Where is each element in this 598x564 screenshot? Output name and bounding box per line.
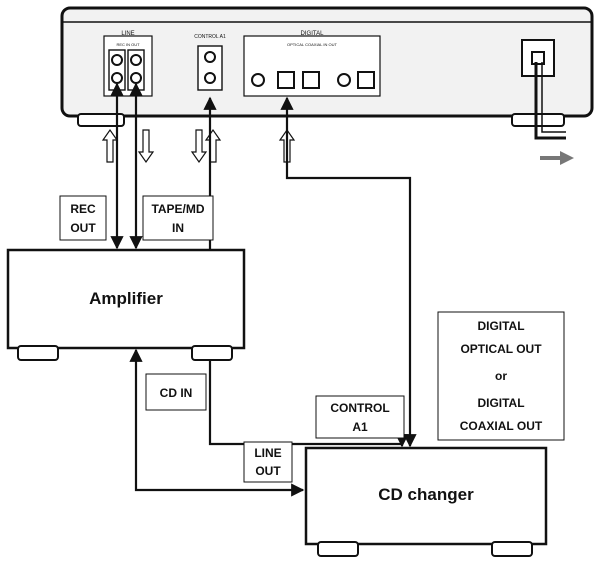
cd-changer-body (304, 446, 548, 546)
cd-changer: CD changer (304, 446, 548, 557)
svg-text:CONTROL: CONTROL (330, 401, 389, 415)
label-line-out: LINE OUT (243, 441, 293, 483)
cd-changer-foot-right (491, 541, 533, 557)
svg-text:CD IN: CD IN (160, 386, 193, 400)
svg-text:REC: REC (70, 202, 96, 216)
svg-text:OUT: OUT (70, 221, 96, 235)
amplifier: Amplifier (6, 248, 246, 361)
digital-jack-panel: DIGITAL OPTICAL COAXIAL IN OUT (243, 31, 381, 97)
label-cd-in: CD IN (145, 373, 207, 411)
control-a1-panel: CONTROL A1 (194, 34, 226, 91)
tape-in-jack-l (130, 54, 142, 66)
amplifier-body (6, 248, 246, 350)
cd-changer-label: CD changer (378, 485, 474, 504)
optical-out-jack (357, 71, 375, 89)
label-rec-out: REC OUT (59, 195, 107, 241)
tape-in-jack-r (130, 72, 142, 84)
signal-down-arrow-control (190, 129, 208, 164)
label-digital-out: DIGITAL OPTICAL OUT or DIGITAL COAXIAL O… (437, 311, 565, 441)
signal-up-arrow-control (204, 128, 222, 163)
ac-inlet (521, 39, 555, 77)
deck-rear-panel: LINE REC IN OUT CONTROL A1 DIGITAL OPTIC… (60, 6, 594, 165)
line-jack-panel: LINE REC IN OUT (103, 31, 153, 97)
signal-up-arrow-rec-out (101, 128, 119, 163)
optical-in-jack (277, 71, 295, 89)
svg-text:IN: IN (172, 221, 184, 235)
cd-in-line-out-cable (129, 348, 305, 497)
amplifier-foot-left (17, 345, 59, 361)
svg-text:or: or (495, 369, 507, 383)
digital-section-label: DIGITAL (301, 31, 325, 37)
to-wall-outlet-arrow (540, 151, 574, 165)
signal-down-arrow-tape-in (137, 129, 155, 164)
svg-text:TAPE/MD: TAPE/MD (151, 202, 204, 216)
control-a1-jack-2 (204, 72, 216, 84)
deck-foot-right (511, 113, 565, 127)
svg-text:A1: A1 (352, 420, 368, 434)
coaxial-out-jack (337, 73, 351, 87)
control-section-label: CONTROL A1 (194, 34, 226, 40)
svg-text:LINE: LINE (254, 446, 281, 460)
rec-out-jack-l (111, 54, 123, 66)
cd-changer-foot-left (317, 541, 359, 557)
optical-in-jack-2 (302, 71, 320, 89)
svg-text:DIGITAL: DIGITAL (477, 319, 524, 333)
line-section-label: LINE (121, 31, 134, 37)
coaxial-in-jack (251, 73, 265, 87)
digital-sub-label: OPTICAL COAXIAL IN OUT (287, 42, 337, 47)
line-sub-label: REC IN OUT (116, 42, 140, 47)
rec-out-jack-r (111, 72, 123, 84)
svg-text:OUT: OUT (255, 464, 281, 478)
digital-cable (280, 96, 417, 448)
svg-text:COAXIAL OUT: COAXIAL OUT (460, 419, 543, 433)
amplifier-foot-right (191, 345, 233, 361)
control-a1-jack-1 (204, 51, 216, 63)
label-tape-md-in: TAPE/MD IN (142, 195, 214, 241)
label-control-a1: CONTROL A1 (315, 395, 405, 439)
svg-text:OPTICAL OUT: OPTICAL OUT (460, 342, 542, 356)
power-cord (534, 62, 566, 140)
svg-text:DIGITAL: DIGITAL (477, 396, 524, 410)
amplifier-label: Amplifier (89, 289, 163, 308)
